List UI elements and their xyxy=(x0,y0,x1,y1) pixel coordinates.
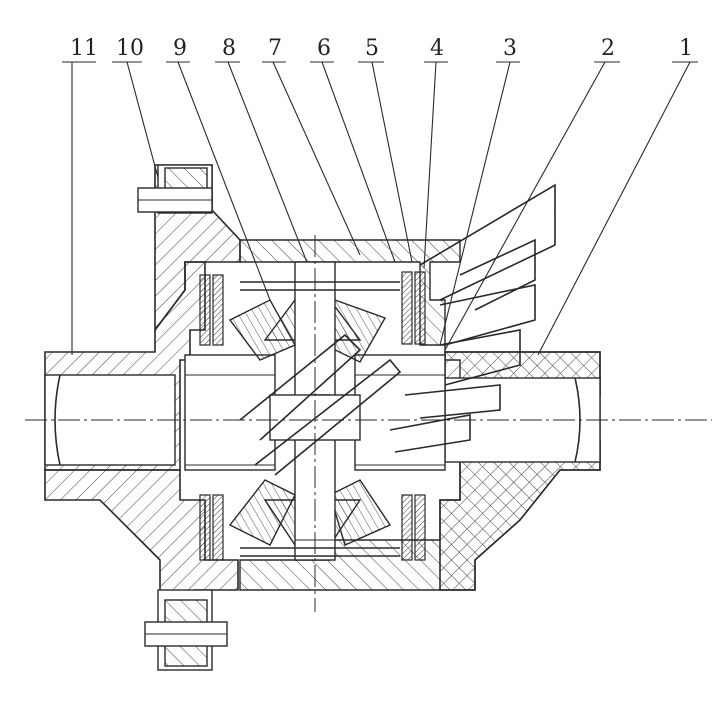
label-part-3: 3 xyxy=(503,36,517,61)
label-part-9: 9 xyxy=(173,36,187,61)
label-part-8: 8 xyxy=(222,36,236,61)
center-lines xyxy=(25,235,712,612)
left-flange xyxy=(137,164,228,671)
label-part-10: 10 xyxy=(116,36,144,61)
label-part-7: 7 xyxy=(268,36,282,61)
part-number-labels: 11 10 9 8 7 6 5 4 3 2 1 xyxy=(62,36,698,63)
label-part-4: 4 xyxy=(430,36,444,61)
right-clutch-pack xyxy=(401,271,426,561)
bevel-gears xyxy=(228,299,392,546)
label-part-5: 5 xyxy=(365,36,379,61)
label-part-2: 2 xyxy=(601,36,615,61)
thrust-plates xyxy=(240,281,400,557)
left-clutch-pack xyxy=(199,274,224,561)
cutaway-outline-strokes xyxy=(239,183,556,476)
label-part-6: 6 xyxy=(317,36,331,61)
label-part-11: 11 xyxy=(70,36,98,61)
label-part-1: 1 xyxy=(679,36,693,61)
